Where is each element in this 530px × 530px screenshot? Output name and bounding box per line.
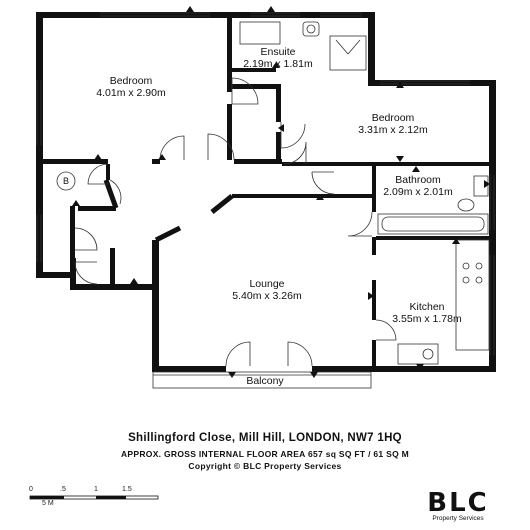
room-name: Bathroom [395, 174, 441, 186]
room-name: Lounge [249, 278, 285, 290]
room-name: Bedroom [109, 75, 153, 87]
scale-tick-0: 0 [29, 486, 33, 493]
room-dimensions: 3.31m x 2.12m [358, 124, 428, 136]
boiler-symbol: B [57, 175, 75, 187]
scale-tick-0-5: .5 [60, 486, 66, 493]
floor-area-note: APPROX. GROSS INTERNAL FLOOR AREA 657 sq… [120, 449, 410, 459]
room-label-lounge: Lounge 5.40m x 3.26m [212, 278, 322, 302]
copyright-note: Copyright © BLC Property Services [188, 461, 342, 471]
room-name: Ensuite [260, 46, 296, 58]
room-dimensions: 4.01m x 2.90m [96, 87, 166, 99]
room-label-bedroom-second: Bedroom 3.31m x 2.12m [332, 112, 454, 136]
internal-walls [36, 12, 496, 370]
logo-tagline: Property Services [432, 515, 484, 522]
blc-logo: BLC Property Services [418, 488, 498, 524]
scale-unit: 5 M [42, 500, 54, 507]
room-name: Balcony [246, 375, 284, 387]
scale-tick-1-5: 1.5 [122, 486, 132, 493]
room-dimensions: 5.40m x 3.26m [232, 290, 302, 302]
fixtures [56, 21, 490, 365]
room-dimensions: 2.19m x 1.81m [243, 58, 313, 70]
property-address: Shillingford Close, Mill Hill, LONDON, N… [128, 432, 402, 444]
windows [36, 12, 495, 389]
logo-mark: BLC [427, 488, 489, 518]
scale-tick-1: 1 [94, 486, 98, 493]
room-dimensions: 3.55m x 1.78m [392, 313, 462, 325]
room-label-bathroom: Bathroom 2.09m x 2.01m [362, 174, 474, 198]
room-name: Bedroom [371, 112, 415, 124]
door-swings [74, 77, 397, 367]
room-name: Kitchen [409, 301, 445, 313]
room-label-balcony: Balcony [230, 375, 300, 387]
arrows [72, 6, 490, 378]
room-label-bedroom-main: Bedroom 4.01m x 2.90m [78, 75, 184, 99]
diagonal-walls [103, 179, 234, 243]
room-dimensions: 2.09m x 2.01m [383, 186, 453, 198]
room-label-ensuite: Ensuite 2.19m x 1.81m [226, 46, 330, 70]
external-walls [36, 12, 496, 372]
room-label-kitchen: Kitchen 3.55m x 1.78m [372, 301, 482, 325]
scale-bar [29, 495, 159, 500]
boiler-letter: B [62, 176, 69, 186]
